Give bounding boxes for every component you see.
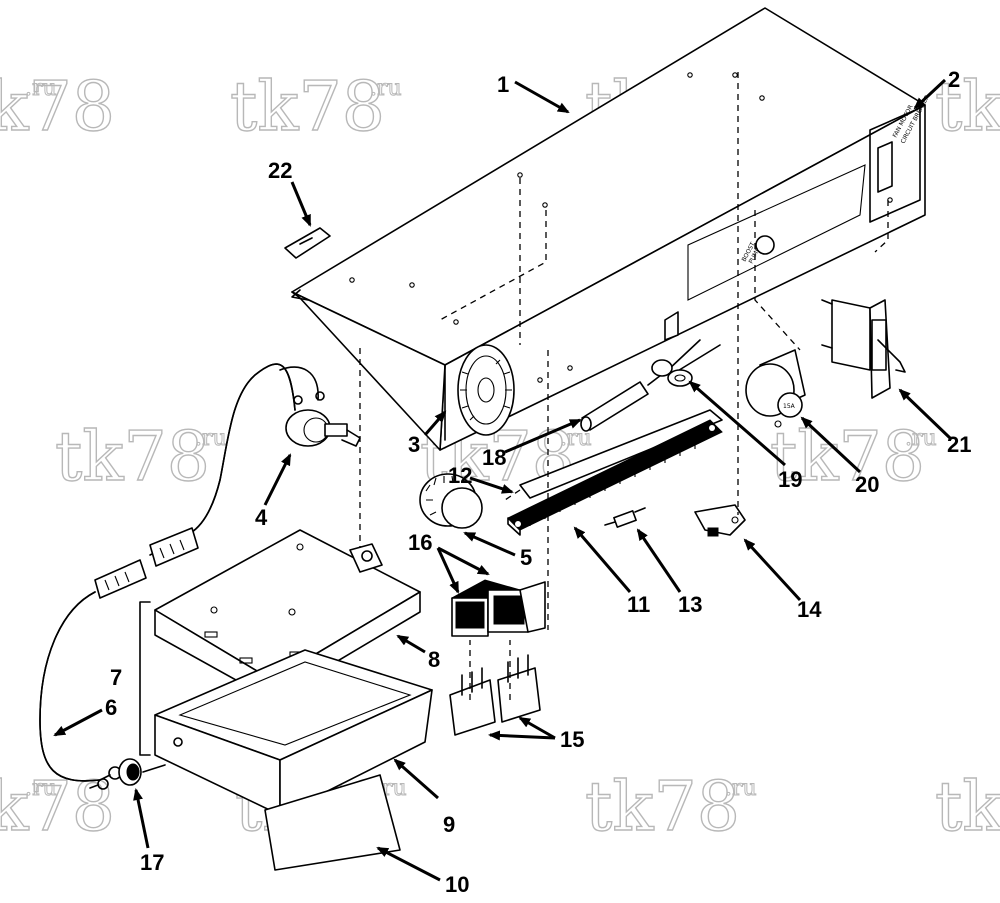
svg-text:tk78: tk78 (770, 418, 925, 497)
leader-13 (636, 528, 682, 593)
callout-6: 6 (105, 695, 117, 720)
leader-9 (393, 758, 439, 800)
callout-22: 22 (268, 158, 292, 183)
callout-16: 16 (408, 530, 432, 555)
callout-12: 12 (448, 463, 472, 488)
callout-3: 3 (408, 432, 420, 457)
relay-sockets (450, 579, 546, 637)
leader-17 (133, 788, 150, 849)
leader-2 (913, 78, 947, 110)
group-bracket (139, 601, 151, 756)
watermark: tk78.ru (229, 67, 402, 147)
bushing (118, 758, 166, 786)
callout-11: 11 (627, 592, 650, 617)
leader-1 (514, 80, 570, 114)
callout-14: 14 (797, 597, 822, 622)
leader-arrows (53, 78, 952, 882)
callout-17: 17 (140, 850, 164, 875)
callout-20: 20 (855, 472, 879, 497)
assembly-lines (359, 72, 889, 700)
diode-plate (694, 504, 746, 537)
svg-text:tk78: tk78 (0, 68, 115, 147)
knob (419, 473, 483, 529)
leader-19 (688, 380, 786, 467)
callout-7: 7 (110, 665, 122, 690)
leader-10 (376, 846, 441, 882)
svg-text:tk78: tk78 (230, 68, 385, 147)
callout-21: 21 (947, 432, 971, 457)
leader-18 (504, 418, 582, 454)
leader-20 (800, 416, 862, 474)
leader-12 (469, 476, 514, 494)
leader-21 (898, 388, 952, 440)
svg-text:.ru: .ru (25, 76, 57, 101)
leader-16b (437, 546, 490, 576)
callout-5: 5 (520, 545, 532, 570)
callout-labels: 1 2 3 4 5 6 7 8 9 10 11 12 13 14 15 16 1… (105, 67, 971, 897)
sensor-probe (580, 339, 721, 432)
watermark: tk78.ru (769, 417, 937, 497)
callout-18: 18 (482, 445, 506, 470)
watermark: tk78.ru (584, 767, 757, 847)
clip (284, 227, 331, 259)
leader-22 (290, 181, 312, 227)
thermostat-dial (457, 344, 515, 436)
callout-13: 13 (678, 592, 702, 617)
callout-9: 9 (443, 812, 455, 837)
enclosure-base (154, 649, 433, 816)
svg-text:.ru: .ru (195, 426, 227, 451)
svg-text:15A: 15A (783, 403, 796, 410)
svg-text:tk78: tk78 (585, 768, 740, 847)
leader-11 (573, 526, 632, 593)
leader-5 (463, 531, 516, 557)
insulator-sheet (264, 774, 401, 871)
callout-19: 19 (778, 467, 802, 492)
leader-6 (53, 708, 103, 737)
potentiometer (174, 363, 361, 541)
leader-15b (518, 716, 556, 740)
circuit-breaker (821, 299, 906, 399)
housing-cover: FAN MOTOR CIRCUIT BREAKER BOOST PUMP (291, 7, 931, 451)
watermark: tk78.ru (54, 417, 227, 497)
svg-text:.ru: .ru (725, 776, 757, 801)
leader-14 (743, 538, 802, 602)
watermark: tk78 (934, 767, 1000, 847)
svg-text:tk78: tk78 (935, 768, 1000, 847)
callout-1: 1 (497, 72, 509, 97)
relays (449, 654, 541, 736)
callout-8: 8 (428, 647, 440, 672)
grommet (651, 359, 693, 387)
wire-harness (39, 527, 199, 790)
svg-text:tk78: tk78 (55, 418, 210, 497)
leader-8 (396, 634, 426, 654)
watermark: tk78.ru (0, 67, 116, 147)
terminal-strip (507, 409, 723, 536)
leader-15a (488, 730, 556, 741)
svg-text:.ru: .ru (370, 76, 402, 101)
callout-10: 10 (445, 872, 469, 897)
resistor (604, 507, 646, 528)
fuse-holder: 15A (745, 349, 806, 428)
leader-3 (423, 410, 447, 436)
leader-4 (263, 453, 292, 506)
callout-4: 4 (255, 505, 268, 530)
svg-text:.ru: .ru (25, 776, 57, 801)
leader-16a (436, 547, 460, 594)
callout-15: 15 (560, 727, 584, 752)
callout-2: 2 (948, 67, 960, 92)
svg-text:.ru: .ru (905, 426, 937, 451)
